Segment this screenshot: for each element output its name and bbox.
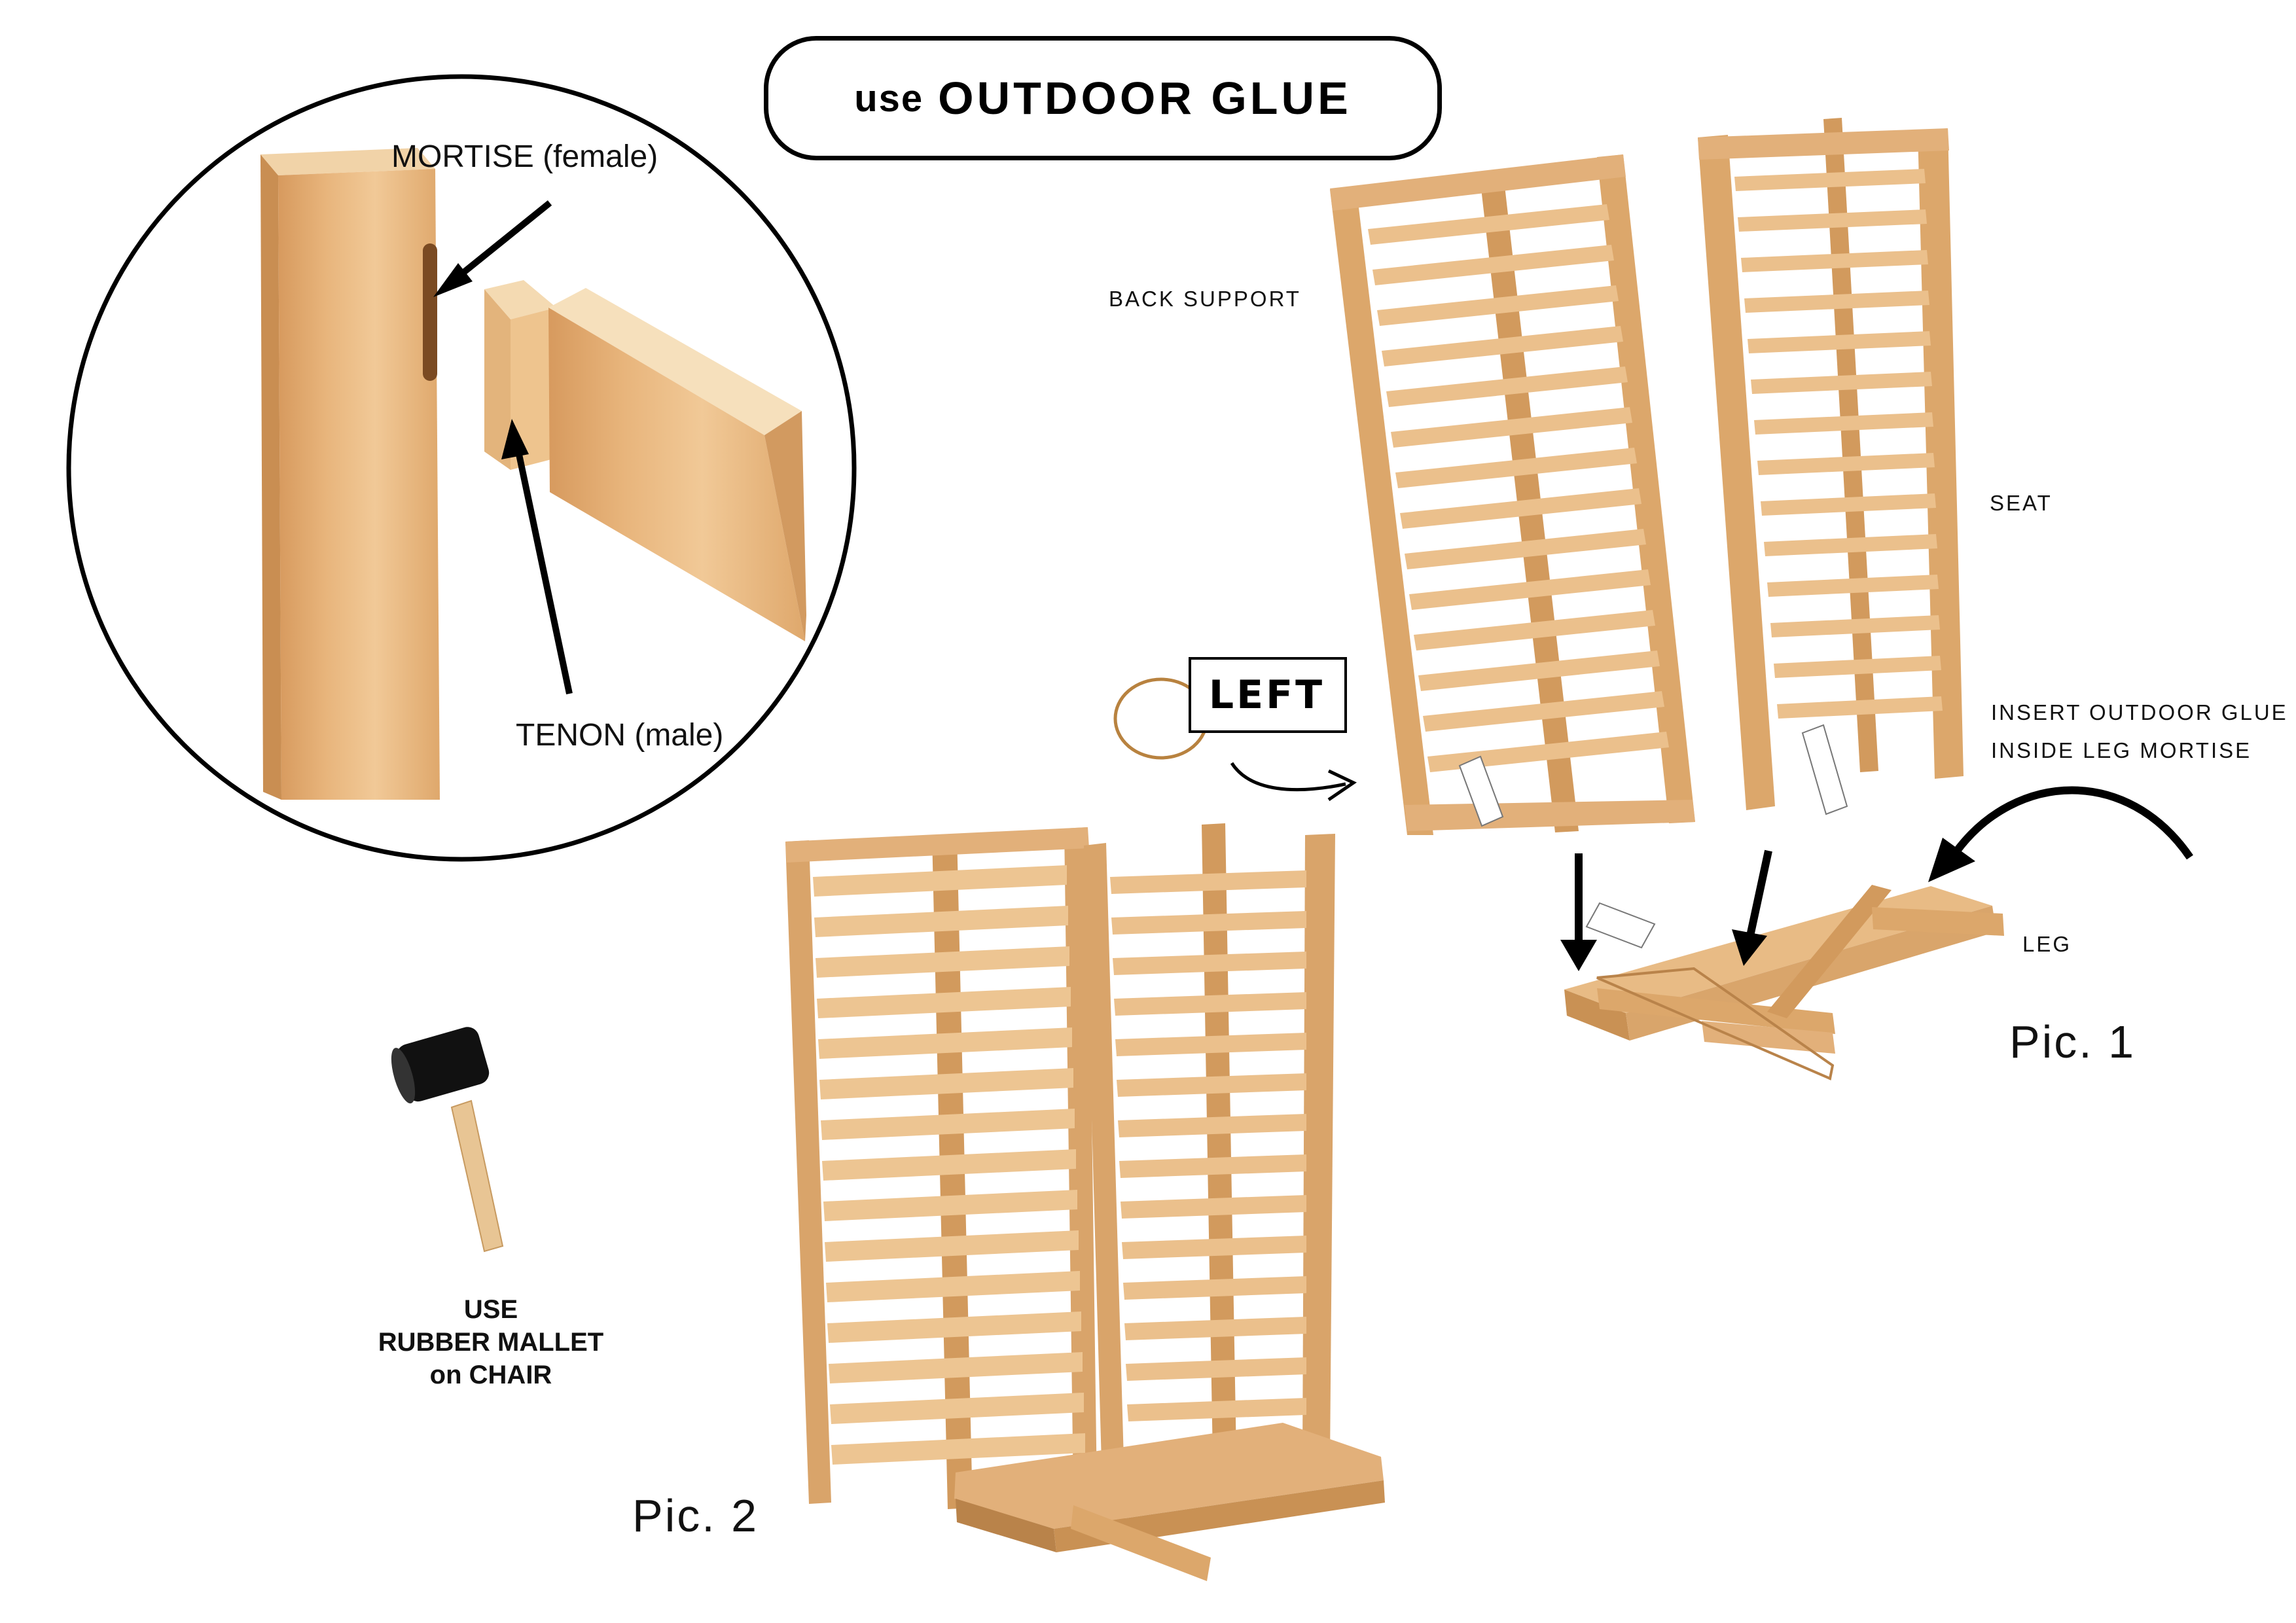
seat-frame xyxy=(1698,118,1964,815)
pic2-caption: Pic. 2 xyxy=(632,1490,759,1541)
mortise-tenon-detail xyxy=(66,74,857,862)
glue-instruction-line1: INSERT OUTDOOR GLUE xyxy=(1991,700,2288,724)
assembled-chair xyxy=(785,823,1385,1581)
mortise-post xyxy=(260,148,440,800)
title-prefix: use xyxy=(854,77,924,120)
mallet-line3: on CHAIR xyxy=(429,1361,552,1389)
tenon-arrow-icon xyxy=(514,444,573,695)
mortise-arrow-icon xyxy=(446,200,552,287)
leg-label: LEG xyxy=(2022,932,2072,956)
left-tag: LEFT xyxy=(1189,657,1347,733)
left-tag-label: LEFT xyxy=(1208,672,1325,718)
back-support-label: BACK SUPPORT xyxy=(1109,287,1301,311)
pic1-caption: Pic. 1 xyxy=(2009,1016,2136,1067)
tenon-board xyxy=(484,280,806,641)
pointer-arrow-icon xyxy=(1230,762,1346,792)
glue-instruction-line2: INSIDE LEG MORTISE xyxy=(1991,738,2252,762)
mallet-line1: USE xyxy=(463,1295,518,1324)
mallet-line2: RUBBER MALLET xyxy=(378,1328,604,1357)
tenon-label: TENON (male) xyxy=(516,718,724,753)
back-support-frame xyxy=(1330,154,1695,835)
title-main: OUTDOOR GLUE xyxy=(938,73,1352,124)
title-box: use OUTDOOR GLUE xyxy=(764,36,1442,160)
leg-frame xyxy=(1564,885,2004,1080)
down-arrow-icon xyxy=(1746,849,1772,937)
mortise-label: MORTISE (female) xyxy=(391,139,658,174)
rubber-mallet-icon xyxy=(391,1027,504,1253)
mallet-instruction: USE RUBBER MALLET on CHAIR xyxy=(367,1293,615,1391)
seat-label: SEAT xyxy=(1990,491,2053,515)
curved-arrow-icon xyxy=(1954,786,2193,860)
